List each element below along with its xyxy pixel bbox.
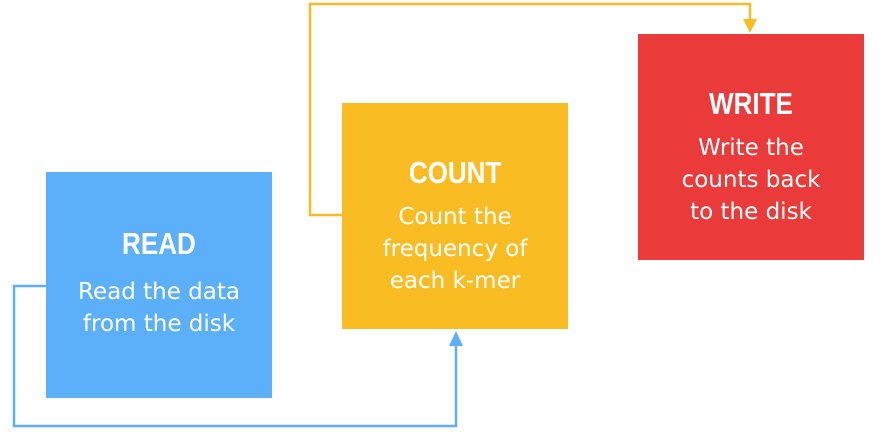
- read-step-title: READ: [122, 226, 196, 261]
- count-step-title: COUNT: [408, 155, 502, 190]
- read-step-description: Read the data from the disk: [78, 279, 240, 337]
- write-step-box: WRITE Write the counts back to the disk: [638, 34, 864, 260]
- count-step-box: COUNT Count the frequency of each k-mer: [342, 103, 568, 329]
- read-step-box: READ Read the data from the disk: [46, 172, 272, 398]
- count-step-description: Count the frequency of each k-mer: [382, 204, 528, 294]
- write-step-description: Write the counts back to the disk: [681, 135, 821, 225]
- write-step-title: WRITE: [709, 86, 793, 121]
- count-to-write-connector: [308, 2, 752, 217]
- count-to-write-arrowhead: [743, 19, 757, 33]
- read-to-count-arrowhead: [449, 331, 463, 346]
- read-to-count-connector: [12, 284, 458, 428]
